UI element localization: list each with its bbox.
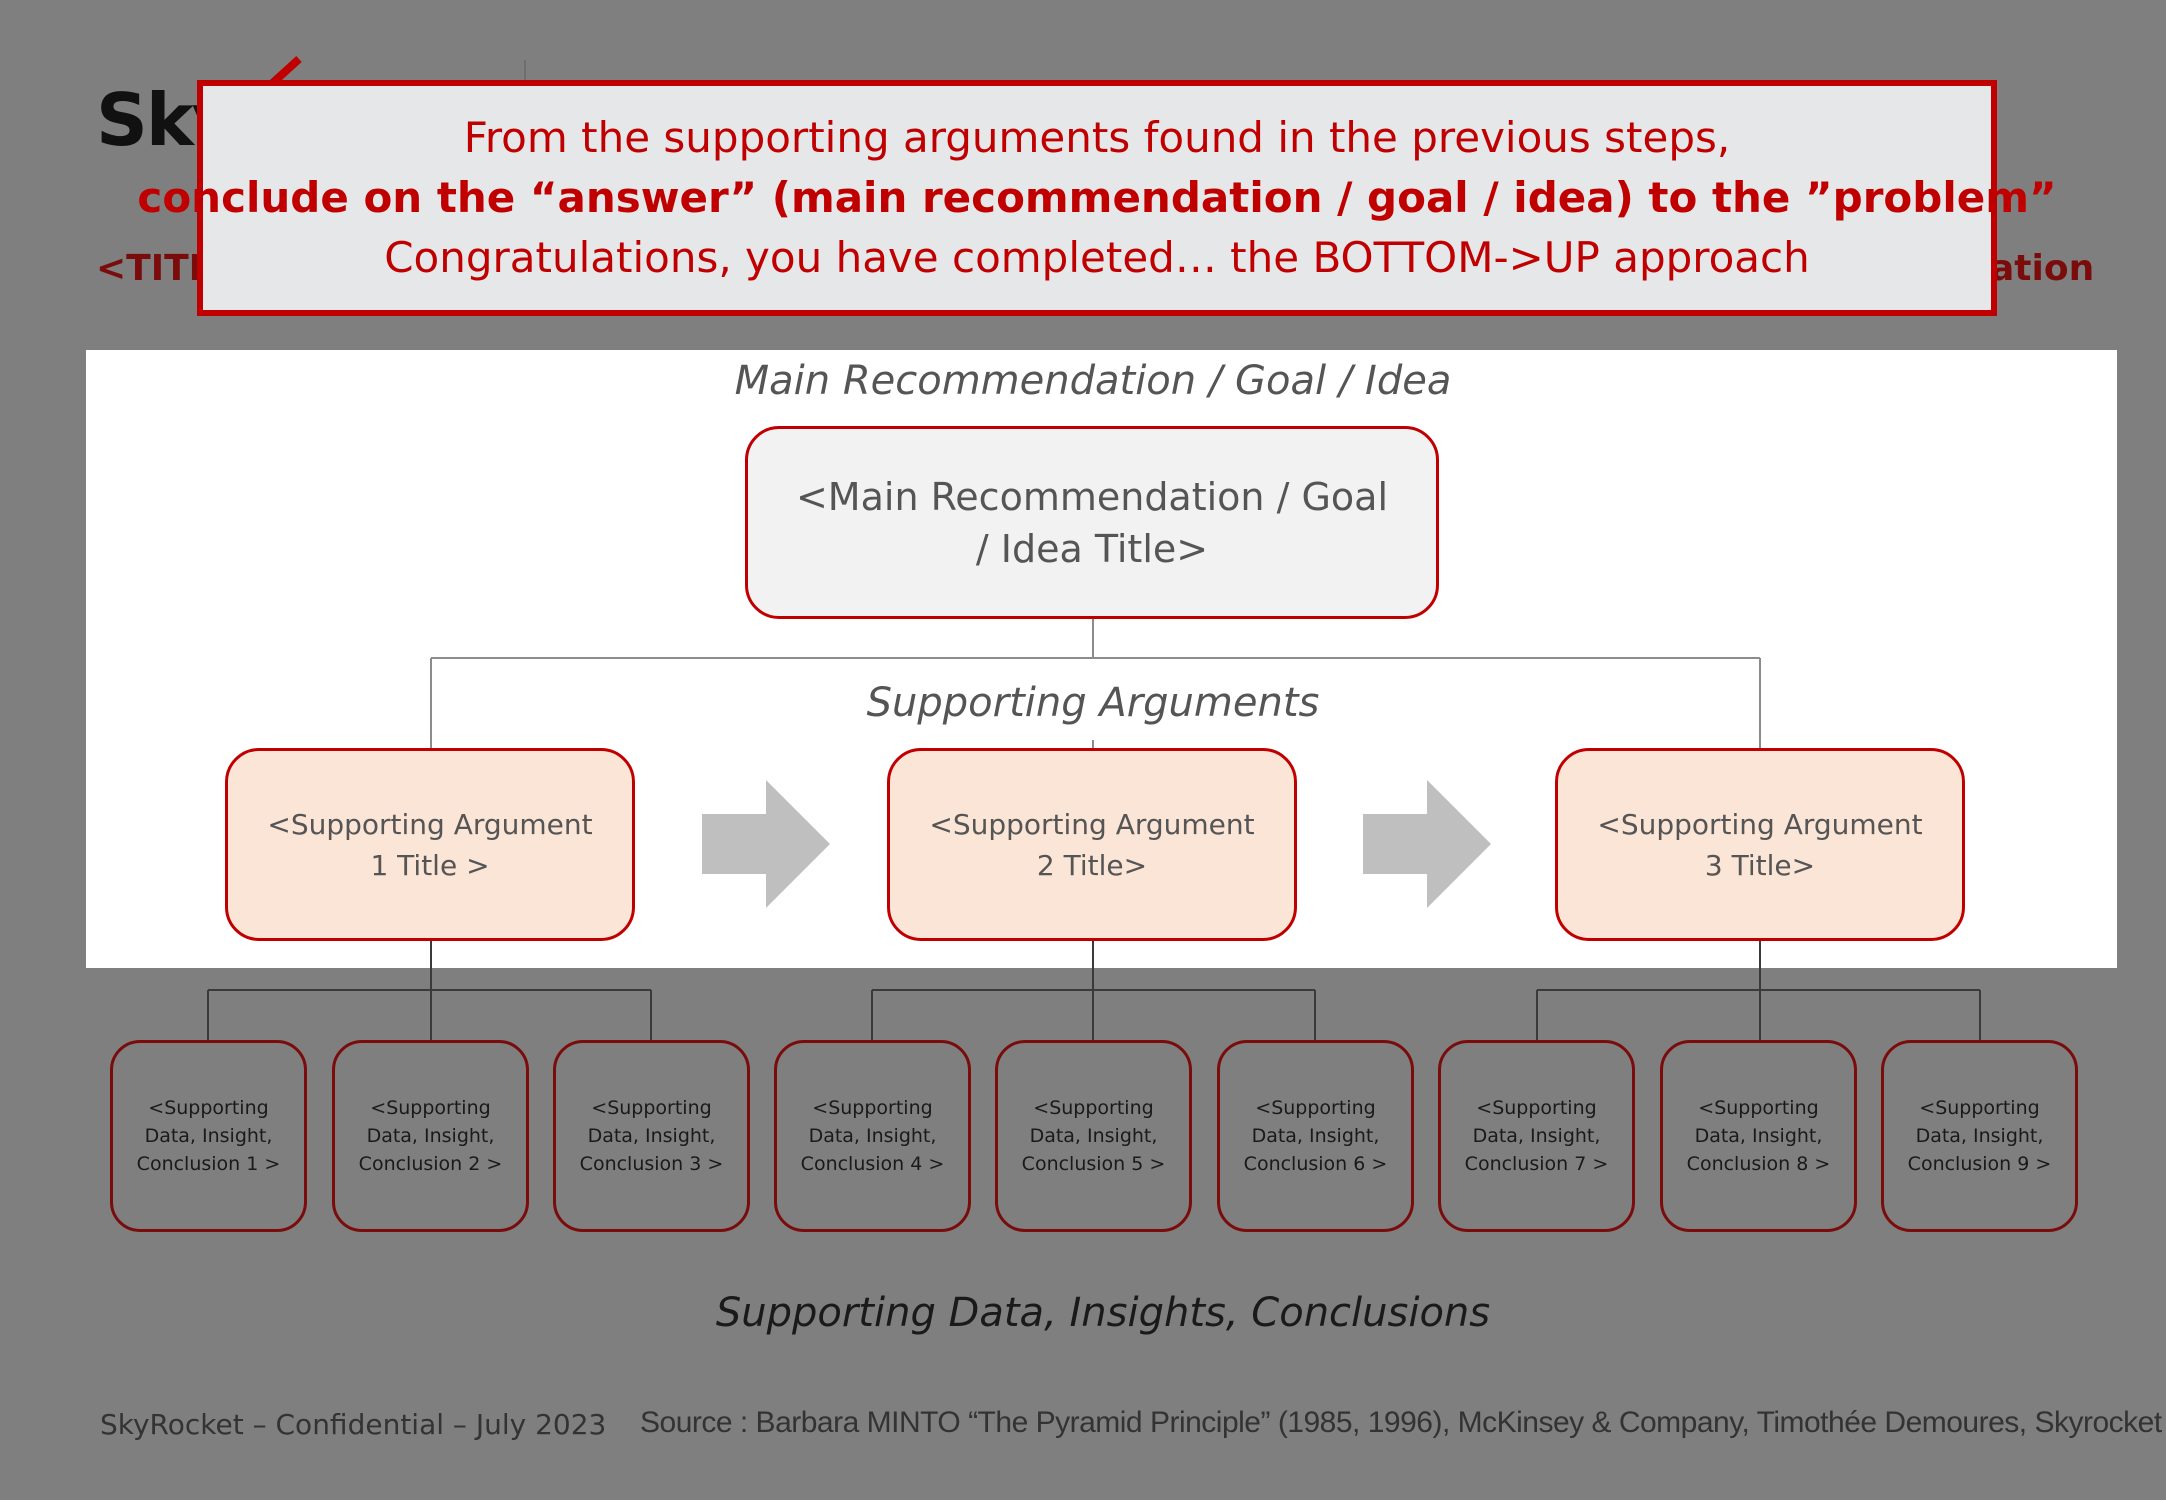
main-recommendation-box: <Main Recommendation / Goal / Idea Title… [745, 426, 1439, 619]
callout-line-3: Congratulations, you have completed… the… [384, 233, 1810, 282]
supporting-data-box-1: <Supporting Data, Insight, Conclusion 1 … [110, 1040, 307, 1232]
supporting-data-box-2: <Supporting Data, Insight, Conclusion 2 … [332, 1040, 529, 1232]
supporting-data-box-5: <Supporting Data, Insight, Conclusion 5 … [995, 1040, 1192, 1232]
supporting-argument-1-box: <Supporting Argument 1 Title > [225, 748, 635, 941]
supporting-data-box-4: <Supporting Data, Insight, Conclusion 4 … [774, 1040, 971, 1232]
arrow-right-icon [1363, 780, 1491, 908]
supporting-data-box-7: <Supporting Data, Insight, Conclusion 7 … [1438, 1040, 1635, 1232]
supporting-argument-2-box: <Supporting Argument 2 Title> [887, 748, 1297, 941]
slide-title-right: ation [1990, 248, 2095, 289]
callout-box: From the supporting arguments found in t… [137, 80, 2057, 316]
callout-line-2: conclude on the “answer” (main recommend… [137, 173, 2057, 222]
callout-line-1: From the supporting arguments found in t… [463, 113, 1731, 162]
bottom-connectors [207, 941, 1981, 1040]
footer-confidential: SkyRocket – Confidential – July 2023 [100, 1408, 607, 1441]
supporting-data-box-3: <Supporting Data, Insight, Conclusion 3 … [553, 1040, 750, 1232]
supporting-arguments-label: Supporting Arguments [866, 680, 1320, 726]
arrow-right-icon [702, 780, 830, 908]
main-recommendation-label: Main Recommendation / Goal / Idea [734, 358, 1452, 404]
footer-source: Source : Barbara MINTO “The Pyramid Prin… [640, 1406, 2162, 1439]
supporting-data-box-9: <Supporting Data, Insight, Conclusion 9 … [1881, 1040, 2078, 1232]
supporting-data-box-8: <Supporting Data, Insight, Conclusion 8 … [1660, 1040, 1857, 1232]
supporting-argument-3-box: <Supporting Argument 3 Title> [1555, 748, 1965, 941]
supporting-data-label: Supporting Data, Insights, Conclusions [715, 1290, 1491, 1336]
supporting-data-box-6: <Supporting Data, Insight, Conclusion 6 … [1217, 1040, 1414, 1232]
top-connectors [430, 619, 1761, 748]
